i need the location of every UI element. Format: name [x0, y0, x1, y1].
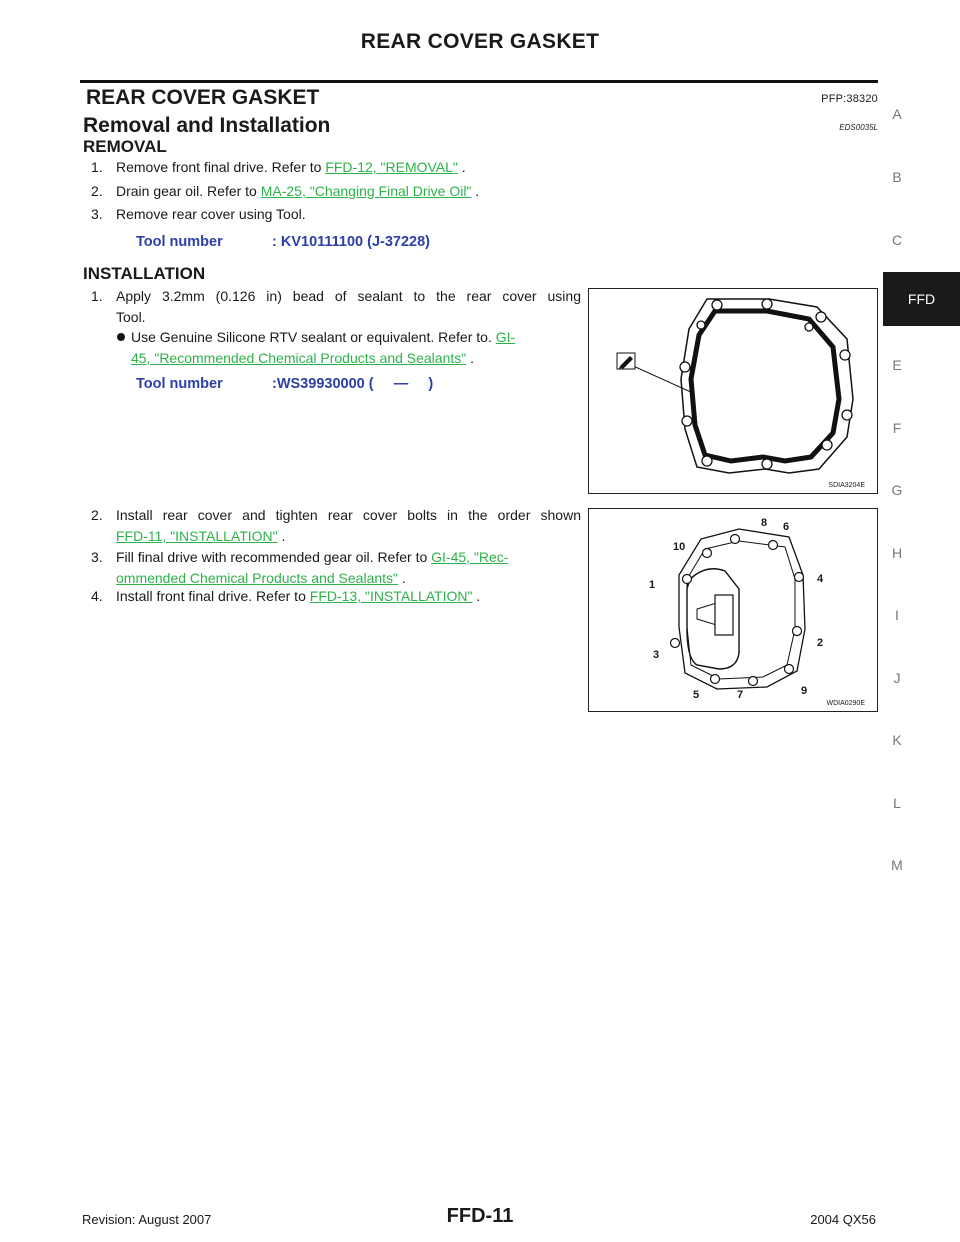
footer-page-number: FFD-11	[446, 1205, 514, 1227]
tab-k[interactable]: K	[892, 732, 902, 748]
tool-value: :WS39930000 ( — )	[272, 376, 434, 392]
section-title: REAR COVER GASKET	[86, 86, 320, 109]
step-end: .	[277, 528, 286, 544]
sealant-tool-icon	[616, 352, 636, 370]
removal-heading: REMOVAL	[83, 137, 167, 156]
tab-e[interactable]: E	[892, 357, 902, 373]
bolt-tightening-order-illustration	[669, 528, 806, 690]
link-ffd-11-installation[interactable]: FFD-11, "INSTALLATION"	[116, 528, 278, 544]
bullet-icon	[117, 333, 125, 341]
tab-j[interactable]: J	[893, 670, 901, 686]
header-rule	[80, 80, 878, 83]
removal-step-3: 3. Remove rear cover using Tool.	[91, 204, 591, 225]
tab-h[interactable]: H	[891, 545, 903, 561]
step-end: .	[471, 183, 480, 199]
figure-sealant-bead: SDIA3204E	[588, 288, 878, 494]
tab-f[interactable]: F	[892, 420, 902, 436]
link-ma-25-changing-oil[interactable]: MA-25, "Changing Final Drive Oil"	[260, 183, 472, 199]
tab-m[interactable]: M	[891, 857, 903, 873]
footer-model: 2004 QX56	[810, 1212, 876, 1227]
bolt-label-5: 5	[693, 689, 700, 701]
bolt-label-8: 8	[761, 517, 768, 529]
install-step-1: 1. Apply 3.2mm (0.126 in) bead of sealan…	[91, 286, 581, 328]
footer-revision: Revision: August 2007	[82, 1212, 212, 1227]
step-number: 3.	[91, 549, 103, 565]
install-bullet: Use Genuine Silicone RTV sealant or equi…	[117, 327, 581, 369]
step-text-line1: Install rear cover and tighten rear cove…	[116, 507, 581, 523]
rear-cover-gasket-illustration	[616, 298, 854, 474]
link-ffd-12-removal[interactable]: FFD-12, "REMOVAL"	[325, 159, 458, 175]
bolt-label-7: 7	[737, 689, 744, 701]
tab-c[interactable]: C	[891, 232, 903, 248]
bolt-label-9: 9	[801, 685, 808, 697]
install-step-2: 2. Install rear cover and tighten rear c…	[91, 505, 581, 547]
step-number: 2.	[91, 507, 103, 523]
tab-i[interactable]: I	[895, 607, 899, 623]
install-step-3: 3. Fill final drive with recommended gea…	[91, 547, 581, 589]
tool-label: Tool number	[136, 376, 223, 392]
step-text: Drain gear oil. Refer to	[116, 183, 261, 199]
tab-a[interactable]: A	[892, 106, 902, 122]
bolt-label-10: 10	[673, 541, 686, 553]
step-text-line2: Tool.	[116, 309, 146, 325]
removal-tool-number: Tool number : KV10111100 (J-37228)	[136, 234, 536, 254]
step-number: 2.	[91, 183, 103, 199]
pfp-code: PFP:38320	[821, 93, 878, 105]
tab-g[interactable]: G	[891, 482, 903, 498]
bullet-end: .	[466, 350, 475, 366]
tab-ffd-active[interactable]: FFD	[883, 272, 960, 326]
bolt-label-3: 3	[653, 649, 660, 661]
tab-l[interactable]: L	[893, 795, 901, 811]
step-text: Remove rear cover using Tool.	[116, 206, 306, 222]
bolt-label-2: 2	[817, 637, 824, 649]
figure-id: SDIA3204E	[828, 482, 865, 489]
installation-heading: INSTALLATION	[83, 264, 206, 283]
step-end: .	[398, 570, 406, 586]
link-gi-45-part1[interactable]: GI-	[495, 329, 516, 345]
removal-step-2: 2. Drain gear oil. Refer to MA-25, "Chan…	[91, 181, 591, 202]
removal-step-1: 1. Remove front final drive. Refer to FF…	[91, 157, 591, 178]
step-text: Fill final drive with recommended gear o…	[116, 549, 432, 565]
link-gi-45-part2[interactable]: 45, "Recommended Chemical Products and S…	[131, 350, 467, 366]
bullet-text: Use Genuine Silicone RTV sealant or equi…	[131, 329, 496, 345]
subsection-title: Removal and Installation	[83, 114, 331, 137]
step-end: .	[457, 159, 466, 175]
install-tool-number: Tool number :WS39930000 ( — )	[136, 376, 556, 396]
tool-label: Tool number	[136, 234, 223, 250]
bolt-label-4: 4	[817, 573, 824, 585]
step-number: 1.	[91, 159, 103, 175]
step-number: 3.	[91, 206, 103, 222]
page-header-title: REAR COVER GASKET	[360, 30, 600, 53]
figure-bolt-order: 8 6 10 1 4 3 2 5 7 9 WDIA0290E	[588, 508, 878, 712]
step-text: Install front final drive. Refer to	[116, 588, 310, 604]
bolt-label-1: 1	[649, 579, 656, 591]
bolt-label-6: 6	[783, 521, 790, 533]
tab-b[interactable]: B	[892, 169, 902, 185]
tool-value: : KV10111100 (J-37228)	[272, 234, 431, 250]
step-end: .	[472, 588, 481, 604]
step-text: Remove front final drive. Refer to	[116, 159, 326, 175]
link-gi-45-rec-part2[interactable]: ommended Chemical Products and Sealants"	[116, 570, 399, 586]
step-number: 4.	[91, 588, 103, 604]
step-number: 1.	[91, 288, 103, 304]
link-gi-45-rec-part1[interactable]: GI-45, "Rec-	[431, 549, 509, 565]
link-ffd-13-installation[interactable]: FFD-13, "INSTALLATION"	[309, 588, 473, 604]
eds-code: EDS0035L	[839, 123, 878, 132]
step-text-line1: Apply 3.2mm (0.126 in) bead of sealant t…	[116, 288, 581, 304]
figure-id: WDIA0290E	[826, 700, 865, 707]
install-step-4: 4. Install front final drive. Refer to F…	[91, 586, 581, 607]
